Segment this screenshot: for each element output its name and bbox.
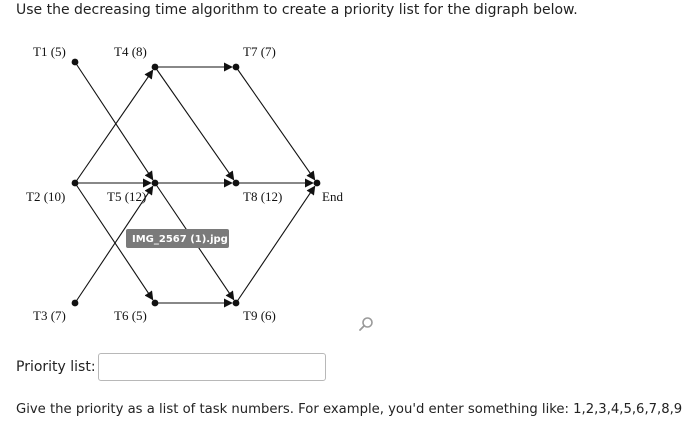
node-T5: [151, 179, 159, 187]
task-label-T8: T8 (12): [243, 189, 282, 204]
question-text: Use the decreasing time algorithm to cre…: [16, 2, 578, 18]
priority-list-label: Priority list:: [16, 359, 96, 375]
task-label-T9: T9 (6): [243, 308, 276, 323]
edge-T2-T6: [74, 182, 154, 301]
task-label-T3: T3 (7): [33, 308, 66, 323]
edge-T1-T5: [74, 61, 154, 181]
node-T3: [71, 299, 79, 307]
task-label-T4: T4 (8): [114, 44, 147, 59]
priority-list-input[interactable]: [98, 353, 326, 381]
edge-layer: [74, 61, 316, 308]
task-label-T6: T6 (5): [114, 308, 147, 323]
attachment-filename: IMG_2567 (1).jpg: [132, 234, 228, 245]
node-T2: [71, 179, 79, 187]
edge-T4-T8: [154, 66, 235, 181]
instruction-hint: Give the priority as a list of task numb…: [16, 402, 683, 417]
node-T7: [232, 63, 240, 71]
task-label-T1: T1 (5): [33, 44, 66, 59]
node-T4: [151, 63, 159, 71]
magnifier-icon[interactable]: [358, 316, 374, 332]
node-T8: [232, 179, 240, 187]
node-End: [313, 179, 321, 187]
edge-T7-End: [235, 66, 316, 181]
node-T1: [71, 58, 79, 66]
node-layer: [71, 58, 321, 307]
task-label-End: End: [322, 189, 343, 204]
attachment-badge[interactable]: IMG_2567 (1).jpg: [126, 229, 229, 248]
edge-T9-End: [235, 185, 316, 304]
edge-T3-T5: [74, 185, 154, 304]
edge-T2-T4: [74, 69, 154, 184]
task-label-T5: T5 (12): [107, 189, 146, 204]
node-T9: [232, 299, 240, 307]
node-T6: [151, 299, 159, 307]
task-label-T2: T2 (10): [26, 189, 65, 204]
digraph: T1 (5) T4 (8) T7 (7) T2 (10) T5 (12) T8 …: [26, 44, 343, 323]
label-layer: T1 (5) T4 (8) T7 (7) T2 (10) T5 (12) T8 …: [26, 44, 343, 323]
task-label-T7: T7 (7): [243, 44, 276, 59]
